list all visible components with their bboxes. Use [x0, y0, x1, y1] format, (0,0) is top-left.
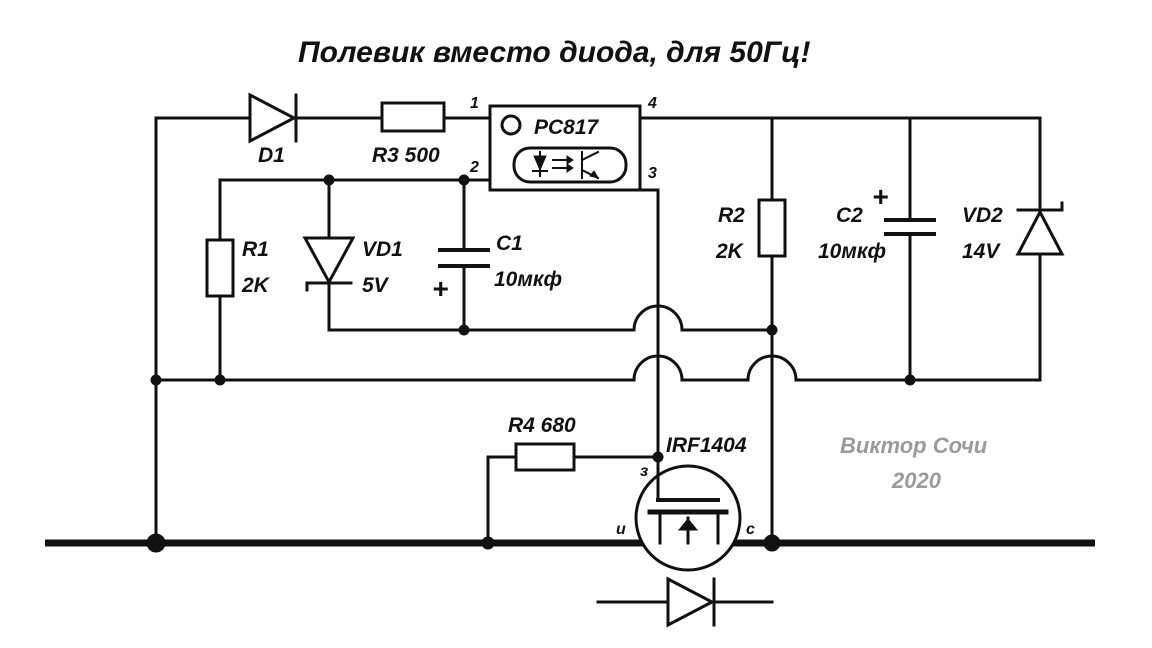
diode-d1: [248, 92, 298, 144]
resistor-r1: [205, 238, 235, 298]
pin-3-label: 3: [648, 165, 657, 182]
junction-dots: [146, 174, 916, 553]
r1-name: R1: [242, 238, 269, 261]
pin-1-label: 1: [470, 95, 479, 112]
r2-name: R2: [718, 204, 745, 227]
pin-4-label: 4: [647, 95, 657, 112]
vd2-value: 14V: [962, 240, 1001, 263]
resistor-r4: [514, 442, 576, 472]
resistor-r3: [380, 101, 446, 133]
lower-wire: [154, 354, 1042, 382]
capacitor-c1: [438, 178, 490, 332]
c1-plus: +: [432, 273, 448, 304]
r4-label: R4 680: [508, 414, 576, 437]
diagram-title: Полевик вместо диода, для 50Гц!: [298, 36, 811, 69]
c2-value: 10мкф: [818, 240, 886, 263]
c1-value: 10мкф: [494, 268, 562, 291]
optocoupler-pc817: [488, 104, 642, 192]
drain-label: с: [746, 521, 755, 538]
r2-value: 2K: [715, 240, 745, 263]
body-diode: [596, 576, 774, 628]
d1-label: D1: [258, 144, 285, 167]
mosfet-label: IRF1404: [666, 434, 747, 457]
source-label: и: [616, 521, 626, 538]
pin-2-label: 2: [469, 159, 479, 176]
pin2-wire: [218, 178, 492, 383]
resistor-r2: [757, 198, 787, 258]
author-signature: Виктор Сочи: [840, 433, 988, 458]
vd1-name: VD1: [362, 238, 403, 261]
capacitor-c2: [884, 116, 936, 382]
zener-vd2: [1015, 116, 1065, 382]
c2-name: C2: [836, 204, 863, 227]
signature-year: 2020: [891, 468, 942, 493]
gate-label: з: [640, 463, 648, 480]
c2-plus: +: [872, 181, 888, 212]
r1-value: 2K: [241, 274, 271, 297]
mosfet-irf1404: [634, 455, 742, 572]
r3-label: R3 500: [372, 144, 440, 167]
pc817-label: PC817: [534, 116, 600, 139]
zener-vd1: [302, 178, 356, 332]
vd1-value: 5V: [362, 274, 390, 297]
mid-wire: [327, 304, 774, 332]
r4-branch: [486, 455, 660, 545]
vd2-name: VD2: [962, 204, 1003, 227]
c1-name: C1: [496, 232, 523, 255]
